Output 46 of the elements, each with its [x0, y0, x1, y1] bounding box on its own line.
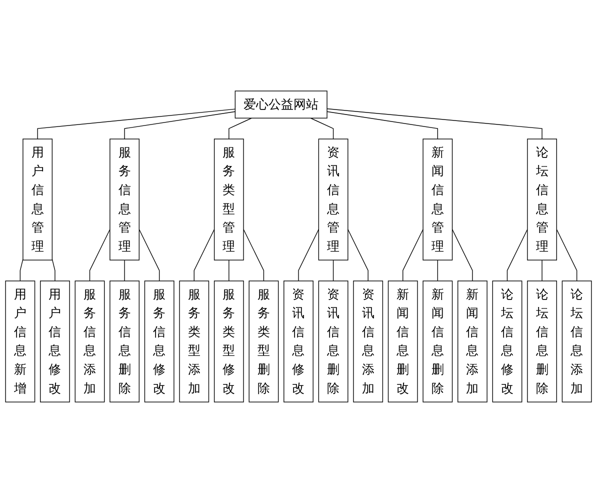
connector	[52, 258, 56, 282]
connector	[556, 229, 578, 282]
connector	[20, 258, 24, 282]
node-box: 新闻信息管理	[422, 138, 453, 260]
node-box: 论坛信息删除	[527, 280, 557, 402]
node-box: 用户信息管理	[22, 138, 53, 260]
connector	[310, 118, 334, 140]
connector	[332, 260, 334, 282]
connector	[298, 229, 320, 282]
node-box: 服务类型删除	[248, 280, 279, 402]
connector	[138, 229, 160, 282]
node-box: 论坛信息添加	[562, 280, 592, 402]
connector	[243, 229, 264, 282]
node-box: 新闻信息添加	[458, 280, 488, 402]
node-box: 资讯信息删除	[318, 280, 348, 402]
node-box: 服务类型管理	[214, 138, 244, 260]
node-box: 服务类型添加	[179, 280, 210, 402]
connector	[228, 118, 252, 140]
node-box: 爱心公益网站	[234, 90, 328, 118]
connector	[437, 260, 438, 282]
connector	[228, 260, 230, 282]
connector	[402, 229, 424, 282]
connector	[348, 229, 368, 282]
node-box: 新闻信息删改	[388, 280, 418, 402]
node-box: 服务信息管理	[110, 138, 140, 260]
node-box: 服务信息添加	[74, 280, 105, 402]
node-box: 新闻信息删除	[422, 280, 453, 402]
node-box: 资讯信息修改	[284, 280, 314, 402]
node-box: 资讯信息添加	[353, 280, 384, 402]
node-box: 服务信息修改	[144, 280, 174, 402]
connector	[194, 229, 215, 282]
node-box: 服务信息删除	[110, 280, 140, 402]
node-box: 资讯信息管理	[318, 138, 348, 260]
connector	[89, 229, 110, 282]
node-box: 服务类型修改	[214, 280, 244, 402]
connector	[452, 229, 473, 282]
connector	[124, 260, 125, 282]
connector	[326, 111, 438, 140]
node-box: 用户信息新增	[5, 280, 36, 402]
connector	[124, 111, 236, 140]
node-box: 论坛信息修改	[492, 280, 522, 402]
connector	[326, 108, 542, 140]
connector	[506, 229, 528, 282]
node-box: 论坛信息管理	[527, 138, 557, 260]
connector	[37, 108, 236, 140]
node-box: 用户信息修改	[40, 280, 70, 402]
